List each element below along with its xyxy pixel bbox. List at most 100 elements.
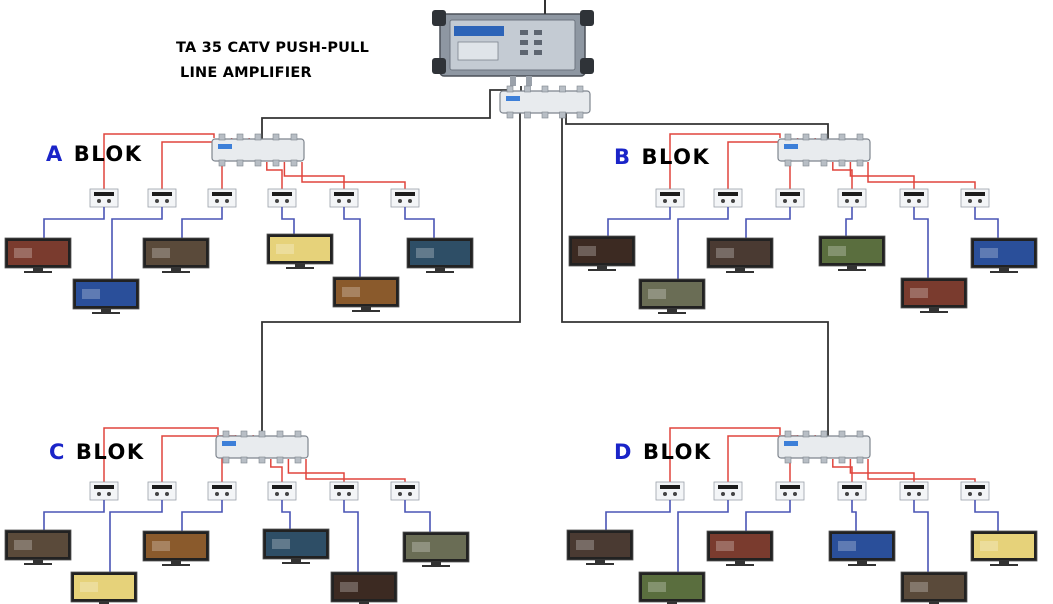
- splitter-port: [541, 85, 549, 93]
- tv-stand: [929, 602, 939, 604]
- splitter-port: [222, 456, 230, 464]
- tv-stand: [857, 561, 867, 564]
- tap-port: [855, 492, 859, 496]
- tap-bar: [780, 485, 800, 489]
- splitter-port: [290, 159, 298, 167]
- tv-screen-highlight: [14, 248, 32, 258]
- tap-port: [721, 199, 725, 203]
- amplifier-control: [534, 50, 542, 55]
- drop-cable: [281, 207, 295, 236]
- splitter-body: [211, 138, 305, 162]
- tv-base: [658, 312, 686, 314]
- trunk-cable-to-d: [561, 112, 829, 436]
- splitter-port: [838, 133, 846, 141]
- catv-amplifier-icon: [432, 0, 594, 86]
- tv-icon: [142, 530, 210, 566]
- feeder-cable: [867, 459, 976, 482]
- splitter-port: [802, 430, 810, 438]
- block-c-label: C BLOK: [49, 440, 145, 464]
- feeder-cable: [849, 459, 915, 482]
- splitter-port: [576, 111, 584, 119]
- tap-bar: [904, 192, 924, 196]
- block-c-word: BLOK: [75, 440, 145, 464]
- block-a: [4, 133, 474, 314]
- block-c: [4, 427, 470, 604]
- tap-bar: [904, 485, 924, 489]
- splitter-body: [777, 435, 871, 459]
- tv-stand: [929, 308, 939, 311]
- splitter-body: [777, 138, 871, 162]
- splitter-port: [541, 111, 549, 119]
- tap-port: [337, 199, 341, 203]
- tv-screen-highlight: [578, 246, 596, 256]
- amplifier-control: [520, 30, 528, 35]
- drop-cable: [845, 207, 853, 238]
- tap-outlet-icon: [267, 481, 297, 501]
- splitter-port: [506, 111, 514, 119]
- tap-outlet-icon: [960, 188, 990, 208]
- tap-outlet-icon: [89, 481, 119, 501]
- tv-screen: [8, 533, 68, 557]
- tv-screen-highlight: [82, 289, 100, 299]
- tap-outlet-icon: [655, 188, 685, 208]
- tap-port: [97, 199, 101, 203]
- splitter-port: [524, 111, 531, 119]
- tap-body: [775, 188, 805, 208]
- tv-screen: [146, 241, 206, 265]
- tv-screen-highlight: [14, 540, 32, 550]
- tv-icon: [706, 530, 774, 566]
- tv-base: [426, 271, 454, 273]
- splitter-port: [576, 85, 584, 93]
- block-c-letter: C: [49, 440, 66, 464]
- tv-screen-highlight: [272, 539, 290, 549]
- tv-icon: [706, 237, 774, 273]
- tap-port: [408, 199, 412, 203]
- splitter-body: [499, 90, 591, 114]
- splitter-port: [559, 85, 566, 93]
- tv-icon: [402, 531, 470, 567]
- tv-screen-highlight: [980, 541, 998, 551]
- feeder-cable: [301, 162, 406, 189]
- tap-body: [267, 481, 297, 501]
- tv-base: [920, 311, 948, 313]
- amplifier-label-line1: TA 35 CATV PUSH-PULL: [176, 40, 370, 56]
- drop-cable: [43, 207, 105, 240]
- splitter-port: [218, 159, 226, 167]
- tv-base: [990, 271, 1018, 273]
- tap-bar: [152, 485, 172, 489]
- tap-port: [663, 492, 667, 496]
- tv-stand: [847, 266, 857, 269]
- amplifier-control: [520, 50, 528, 55]
- drop-cable: [343, 500, 359, 574]
- amplifier-control: [534, 40, 542, 45]
- splitter-body: [215, 435, 309, 459]
- trunk-cable-to-a: [261, 89, 512, 140]
- tap-port: [783, 492, 787, 496]
- tv-stand: [667, 309, 677, 312]
- splitter-port: [838, 430, 846, 438]
- block-b-splitter-icon: [777, 133, 871, 167]
- splitter-port: [802, 133, 810, 141]
- splitter-port: [820, 456, 828, 464]
- tap-body: [207, 188, 237, 208]
- drop-cable: [677, 500, 729, 574]
- drop-cable: [109, 500, 163, 574]
- drop-cable: [281, 500, 291, 531]
- tv-base: [838, 269, 866, 271]
- tv-icon: [332, 276, 400, 312]
- splitter-port: [506, 85, 514, 93]
- splitter-port: [856, 456, 864, 464]
- tv-screen-highlight: [828, 246, 846, 256]
- drop-cable: [974, 500, 999, 533]
- tap-port: [907, 199, 911, 203]
- splitter-port: [820, 133, 828, 141]
- drop-cable: [343, 207, 361, 279]
- tv-base: [24, 563, 52, 565]
- drop-cable: [605, 500, 671, 532]
- tap-port: [978, 199, 982, 203]
- splitter-port: [276, 430, 284, 438]
- trunk-cables: [261, 86, 829, 440]
- tv-screen: [974, 241, 1034, 265]
- tv-icon: [828, 530, 896, 566]
